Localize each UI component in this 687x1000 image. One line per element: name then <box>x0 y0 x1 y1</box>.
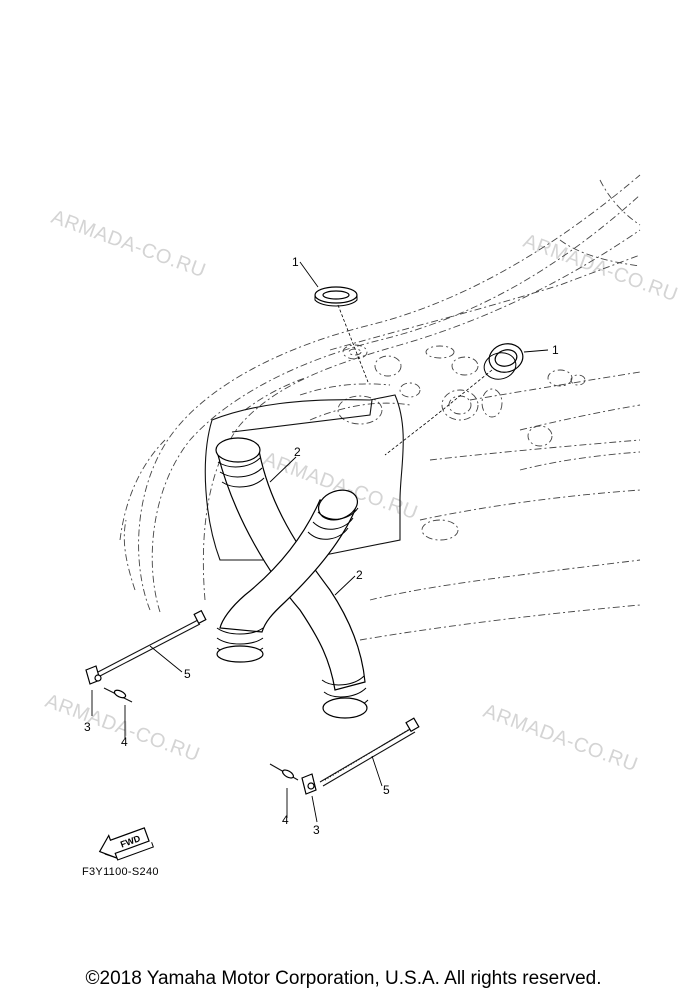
watermark-5: ARMADA-CO.RU <box>480 700 640 776</box>
callout-tie-left: 5 <box>184 667 191 681</box>
callout-grommet-top: 1 <box>292 255 299 269</box>
callout-clip-left: 3 <box>84 720 91 734</box>
watermark-4: ARMADA-CO.RU <box>42 690 202 766</box>
callout-duct-upper: 2 <box>294 445 301 459</box>
deck-openings <box>337 344 586 541</box>
cable-tie-left <box>97 609 207 677</box>
grommet-top <box>314 286 358 307</box>
copyright-notice: ©2018 Yamaha Motor Corporation, U.S.A. A… <box>85 968 602 989</box>
grommet-right <box>483 343 524 380</box>
callout-rivet-right: 4 <box>282 813 289 827</box>
leader-lines <box>91 261 549 823</box>
duct-mount-plate <box>204 394 404 561</box>
clip-right <box>301 773 317 795</box>
rivet-left <box>103 687 133 703</box>
callout-duct-lower: 2 <box>356 568 363 582</box>
air-duct-upper <box>216 489 359 663</box>
callout-tie-right: 5 <box>383 783 390 797</box>
cable-tie-right <box>319 717 420 787</box>
callout-numbers: 1 1 2 2 5 3 4 5 4 3 <box>84 255 559 837</box>
rivet-right <box>269 763 299 781</box>
fwd-arrow-icon: FWD <box>98 827 154 861</box>
watermarks: ARMADA-CO.RU ARMADA-CO.RU ARMADA-CO.RU A… <box>42 206 680 776</box>
callout-grommet-right: 1 <box>552 343 559 357</box>
watermark-2: ARMADA-CO.RU <box>520 230 680 306</box>
watermark-1: ARMADA-CO.RU <box>48 206 208 282</box>
figure-code: F3Y1100-S240 <box>82 866 159 878</box>
hull-outline <box>119 174 641 641</box>
callout-rivet-left: 4 <box>121 735 128 749</box>
clip-left <box>85 665 102 685</box>
callout-clip-right: 3 <box>313 823 320 837</box>
